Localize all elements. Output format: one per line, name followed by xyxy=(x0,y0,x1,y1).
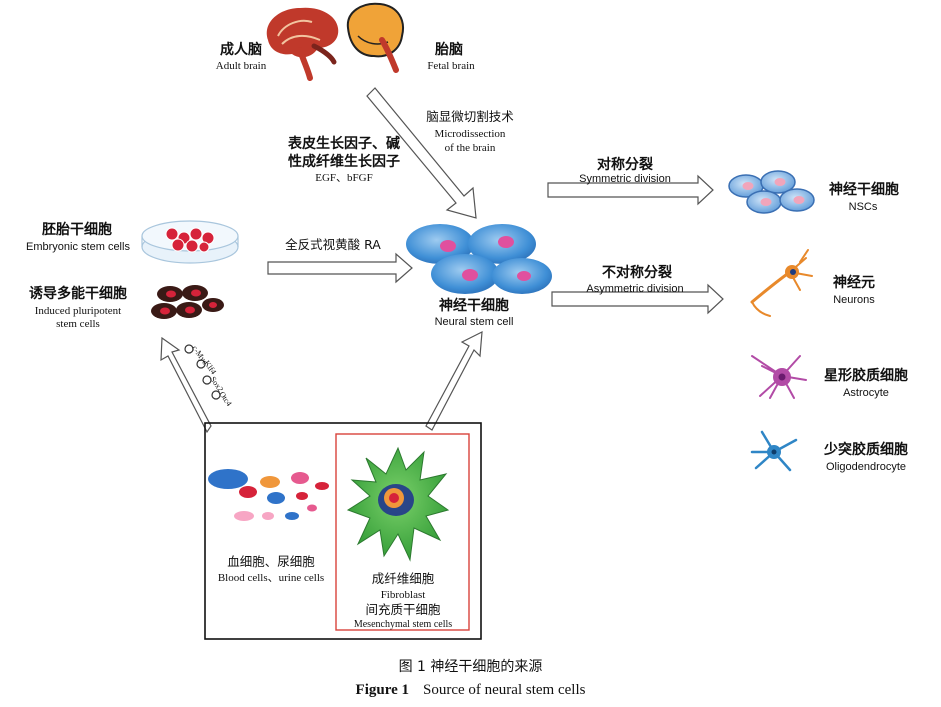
ipsc-label-cn: 诱导多能干细胞 xyxy=(29,286,127,302)
somatic-source-box xyxy=(204,422,482,640)
microdissection-label-en-2: of the brain xyxy=(444,142,496,154)
asymmetric-label-cn: 不对称分裂 xyxy=(602,265,672,281)
nscs-cluster xyxy=(728,170,815,214)
figure-caption-en: Figure 1 Source of neural stem cells xyxy=(0,682,941,699)
astrocyte-label-en: Astrocyte xyxy=(843,387,889,399)
fibroblast-label-cn: 成纤维细胞 xyxy=(371,571,435,586)
asymmetric-label-en: Asymmetric division xyxy=(586,283,684,295)
arrow-symmetric xyxy=(547,174,714,206)
ipsc-label-en-2: stem cells xyxy=(56,318,100,330)
nscs-label-cn: 神经干细胞 xyxy=(829,182,899,198)
blood-cells-label-cn: 血细胞、尿细胞 xyxy=(227,554,315,569)
arrow-esc-to-nsc xyxy=(267,252,413,284)
oligodendrocyte-label-cn: 少突胶质细胞 xyxy=(824,442,908,458)
factor-bullets xyxy=(184,344,221,400)
adult-brain-label-cn: 成人脑 xyxy=(220,42,262,58)
microdissection-label-cn: 脑显微切割技术 xyxy=(426,109,514,124)
msc-label-en: Mesenchymal stem cells xyxy=(353,619,453,630)
figure-caption-en-label: Figure 1 xyxy=(355,682,409,698)
ra-label: 全反式视黄酸 RA xyxy=(285,237,381,252)
neuron-icon xyxy=(750,249,813,317)
oligodendrocyte-label-en: Oligodendrocyte xyxy=(825,461,907,473)
nsc-center-label-en: Neural stem cell xyxy=(434,316,514,328)
fibroblast-icon xyxy=(346,446,450,562)
microdissection-label-en-1: Microdissection xyxy=(434,128,506,140)
esc-label-cn: 胚胎干细胞 xyxy=(42,222,112,238)
fibroblast-box xyxy=(335,433,470,631)
ipsc-label-en-1: Induced pluripotent xyxy=(34,305,122,317)
arrow-asymmetric xyxy=(551,283,724,315)
symmetric-label-en: Symmetric division xyxy=(579,173,671,185)
adult-brain-label-en: Adult brain xyxy=(215,60,267,72)
growth-factor-label-cn-1: 表皮生长因子、碱 xyxy=(288,136,400,152)
adult-brain-icon xyxy=(266,7,339,81)
fibroblast-label-en: Fibroblast xyxy=(380,589,426,601)
figure-caption-en-text: Source of neural stem cells xyxy=(423,682,586,698)
growth-factor-label-cn-2: 性成纤维生长因子 xyxy=(288,154,400,170)
neurons-label-en: Neurons xyxy=(833,294,875,306)
arrow-box-to-nsc xyxy=(425,330,483,431)
oligodendrocyte-icon xyxy=(750,430,798,472)
blood-urine-cells-icon xyxy=(208,469,329,521)
nscs-label-en: NSCs xyxy=(848,201,878,213)
fetal-brain-icon xyxy=(346,2,404,73)
arrow-box-to-ipsc xyxy=(160,336,212,434)
figure-caption-cn: 图 1 神经干细胞的来源 xyxy=(398,659,543,675)
arrow-brain-to-nsc xyxy=(366,87,477,219)
blood-cells-label-en: Blood cells、urine cells xyxy=(217,572,325,584)
neural-stem-cell-cluster xyxy=(406,224,552,294)
fetal-brain-label-cn: 胎脑 xyxy=(435,42,463,58)
astrocyte-icon xyxy=(751,355,807,399)
nsc-center-label-cn: 神经干细胞 xyxy=(439,298,509,314)
msc-label-cn: 间充质干细胞 xyxy=(365,602,441,617)
embryonic-dish-icon xyxy=(141,220,239,264)
ipsc-cluster-icon xyxy=(151,285,224,319)
neurons-label-cn: 神经元 xyxy=(833,275,875,291)
esc-label-en: Embryonic stem cells xyxy=(26,241,130,253)
symmetric-label-cn: 对称分裂 xyxy=(597,157,653,173)
growth-factor-label-en: EGF、bFGF xyxy=(315,172,373,184)
fetal-brain-label-en: Fetal brain xyxy=(427,60,475,72)
astrocyte-label-cn: 星形胶质细胞 xyxy=(824,368,908,384)
